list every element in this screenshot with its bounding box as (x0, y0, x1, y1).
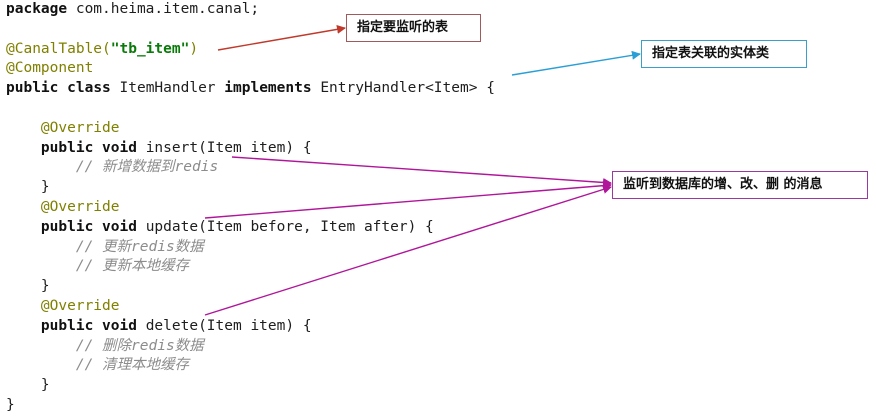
code-line-blank (6, 99, 495, 119)
keyword-public: public (40, 139, 94, 156)
table-name-string: "tb_item" (110, 40, 190, 57)
close-brace: } (40, 179, 50, 196)
keyword-void: void (102, 317, 137, 334)
delete-signature: delete(Item item) { (136, 317, 312, 334)
code-line-insert-comment: // 新增数据到redis (6, 158, 495, 178)
annotation-canal-table: @CanalTable( (6, 40, 111, 57)
keyword-class: class (67, 80, 111, 97)
code-line-override: @Override (6, 119, 495, 139)
close-brace: } (40, 278, 50, 295)
code-line-package: package com.heima.item.canal; (6, 0, 495, 20)
code-line-insert-sig: public void insert(Item item) { (6, 139, 495, 159)
code-line-update-comment-2: // 更新本地缓存 (6, 257, 495, 277)
delete-comment-1: // 删除redis数据 (75, 337, 204, 354)
code-line-delete-comment-1: // 删除redis数据 (6, 337, 495, 357)
code-line-override: @Override (6, 297, 495, 317)
keyword-package: package (6, 1, 68, 17)
arrow-to-entity-callout (511, 50, 641, 76)
interface-name: EntryHandler<Item> { (311, 80, 495, 97)
annotation-component: @Component (6, 60, 94, 77)
callout-message: 监听到数据库的增、改、删 的消息 (612, 171, 868, 199)
code-line-class-close: } (6, 396, 495, 416)
keyword-implements: implements (224, 80, 312, 97)
insert-signature: insert(Item item) { (136, 139, 312, 156)
annotation-override: @Override (40, 119, 120, 136)
code-line-component: @Component (6, 59, 495, 79)
keyword-public: public (40, 218, 94, 235)
keyword-void: void (102, 218, 137, 235)
callout-table: 指定要监听的表 (346, 14, 481, 42)
update-comment-1: // 更新redis数据 (75, 238, 204, 255)
code-line-canal-table: @CanalTable("tb_item") (6, 40, 495, 60)
code-block: package com.heima.item.canal; @CanalTabl… (6, 0, 495, 416)
code-line-override: @Override (6, 198, 495, 218)
code-line-close: } (6, 277, 495, 297)
class-close-brace: } (6, 396, 15, 413)
code-line-update-sig: public void update(Item before, Item aft… (6, 218, 495, 238)
code-line-delete-sig: public void delete(Item item) { (6, 317, 495, 337)
keyword-void: void (102, 139, 137, 156)
callout-entity: 指定表关联的实体类 (641, 40, 807, 68)
code-line-update-comment-1: // 更新redis数据 (6, 238, 495, 258)
annotation-override: @Override (40, 198, 120, 215)
annotation-close-paren: ) (189, 40, 199, 57)
package-name: com.heima.item.canal; (67, 1, 260, 17)
code-line-class-decl: public class ItemHandler implements Entr… (6, 79, 495, 99)
update-signature: update(Item before, Item after) { (136, 218, 434, 235)
class-name: ItemHandler (110, 80, 225, 97)
code-line-delete-comment-2: // 清理本地缓存 (6, 356, 495, 376)
delete-comment-2: // 清理本地缓存 (75, 357, 190, 374)
annotation-override: @Override (40, 297, 120, 314)
keyword-public: public (6, 80, 59, 97)
code-line-close: } (6, 178, 495, 198)
keyword-public: public (40, 317, 94, 334)
code-line-close: } (6, 376, 495, 396)
close-brace: } (40, 377, 50, 394)
update-comment-2: // 更新本地缓存 (75, 258, 190, 275)
insert-comment: // 新增数据到redis (75, 159, 219, 176)
